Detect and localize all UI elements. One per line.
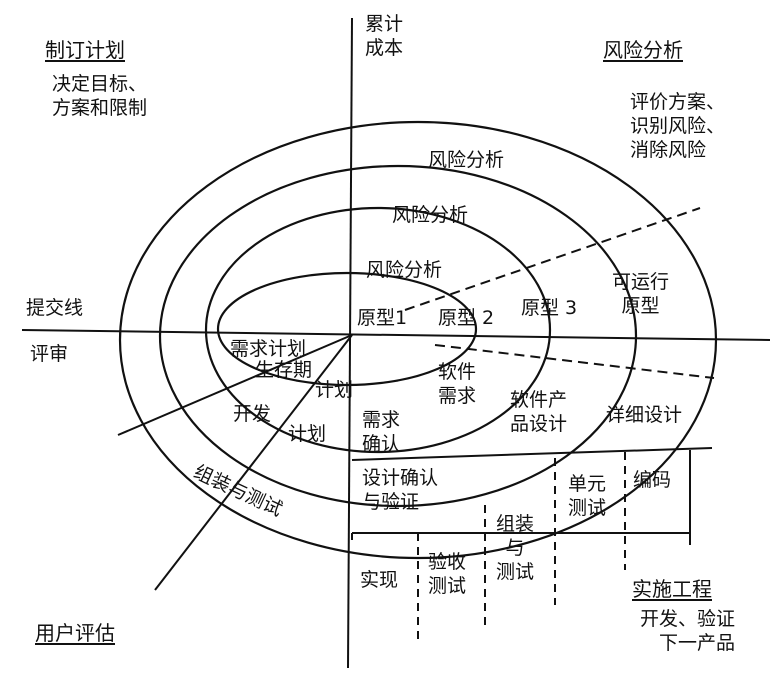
review-label: 评审 [30,343,69,365]
horizontal-axis [21,329,771,341]
acceptance-test: 验收 测试 [428,551,467,597]
software-requirements: 软件 需求 [438,361,477,407]
risk-title: 风险分析 [603,38,683,62]
unit-test: 单元 测试 [568,473,607,519]
diagonal-line-1 [117,334,353,436]
development-label: 开发 [233,403,272,425]
risk-analysis-middle: 风险分析 [392,204,469,226]
operational-prototype: 可运行 原型 [612,271,670,317]
development-plan-label: 计划 [288,423,327,445]
user-eval-title: 用户评估 [35,621,115,645]
coding: 编码 [633,469,672,491]
engineering-title: 实施工程 [632,577,712,601]
plan-title: 制订计划 [45,38,125,62]
dashed-divider-upper [404,207,701,311]
spiral-loop-1 [216,271,478,387]
diagonal-line-2 [154,334,353,591]
lifecycle-plan-label: 计划 [315,379,354,401]
spiral-loop-2 [204,206,552,454]
engineering-description: 开发、验证 下一产品 [640,608,736,654]
vertical-axis [347,17,353,669]
design-verification: 设计确认 与验证 [362,467,439,513]
grid-h-design [351,447,713,461]
spiral-loop-3 [158,164,638,508]
commit-line-label: 提交线 [26,297,84,319]
detailed-design: 详细设计 [606,404,683,426]
prototype-2: 原型 2 [438,307,495,329]
implementation: 实现 [360,569,399,591]
cumulative-cost-label: 累计 成本 [365,13,404,59]
risk-description: 评价方案、 识别风险、 消除风险 [630,91,726,161]
requirements-plan: 需求计划 [230,338,307,360]
prototype-3: 原型 3 [521,297,578,319]
dashed-divider-lower [434,344,715,379]
risk-analysis-outer: 风险分析 [428,149,505,171]
software-product-design: 软件产 品设计 [510,389,568,435]
risk-analysis-inner: 风险分析 [366,259,443,281]
requirements-confirmation: 需求 确认 [362,409,401,455]
integration-test: 组装 与 测试 [496,513,535,583]
plan-description: 决定目标、 方案和限制 [52,73,148,119]
prototype-1: 原型1 [357,307,408,329]
lifecycle-label: 生存期 [255,359,313,381]
